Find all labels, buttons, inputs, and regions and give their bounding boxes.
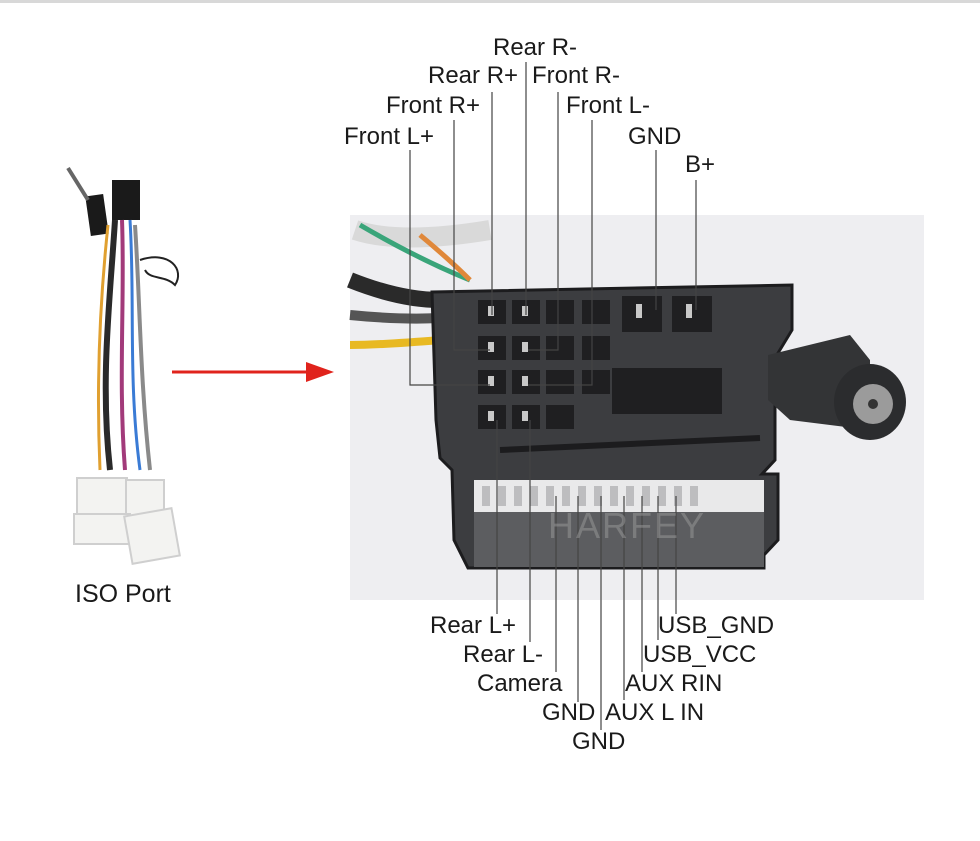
label-rear-l-minus: Rear L- <box>463 641 544 668</box>
label-front-r-minus: Front R- <box>532 62 621 89</box>
label-aux-l-in: AUX L IN <box>605 699 705 726</box>
connector-body <box>430 283 794 570</box>
label-gnd-2: GND <box>572 728 626 755</box>
label-front-l-plus: Front L+ <box>344 123 435 150</box>
label-gnd-1: GND <box>542 699 596 726</box>
iso-harness-illustration <box>66 166 181 565</box>
label-gnd-top: GND <box>628 123 682 150</box>
label-b-plus: B+ <box>685 151 716 178</box>
arrow-icon <box>172 362 334 382</box>
label-rear-r-plus: Rear R+ <box>428 62 519 89</box>
label-front-l-minus: Front L- <box>566 92 651 119</box>
label-camera: Camera <box>477 670 563 697</box>
label-front-r-plus: Front R+ <box>386 92 481 119</box>
label-usb-gnd: USB_GND <box>658 612 775 639</box>
antenna-plug <box>768 335 906 440</box>
label-usb-vcc: USB_VCC <box>643 641 757 668</box>
bottom-leader-lines <box>496 420 677 730</box>
label-rear-r-minus: Rear R- <box>493 34 578 61</box>
label-aux-rin: AUX RIN <box>625 670 723 697</box>
label-rear-l-plus: Rear L+ <box>430 612 517 639</box>
top-divider <box>0 0 980 3</box>
harfey-watermark: HARFEY <box>548 505 707 546</box>
top-leader-lines <box>409 62 697 386</box>
iso-port-label: ISO Port <box>75 580 171 608</box>
